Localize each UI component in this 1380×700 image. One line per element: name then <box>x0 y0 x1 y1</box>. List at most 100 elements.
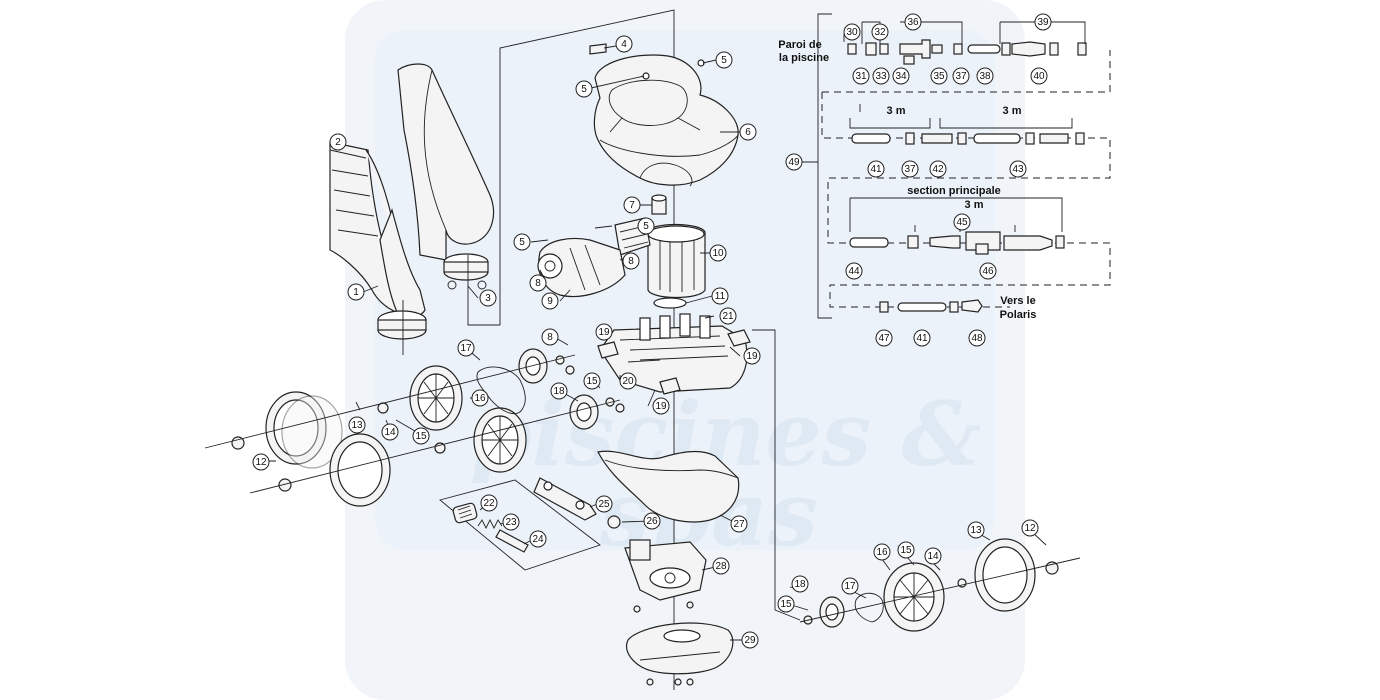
callout-label: 42 <box>932 164 944 175</box>
part-tire-front <box>329 433 391 507</box>
callout-label: 40 <box>1033 71 1045 82</box>
callout-15: 15 <box>777 595 795 613</box>
callout-20: 20 <box>619 372 637 390</box>
callout-label: 10 <box>712 248 724 259</box>
callout-circle <box>875 329 893 347</box>
callout-46: 46 <box>979 262 997 280</box>
callout-label: 19 <box>598 327 610 338</box>
callout-27: 27 <box>730 515 748 533</box>
callout-circle <box>967 521 985 539</box>
callout-label: 7 <box>629 200 635 211</box>
callout-circle <box>502 513 520 531</box>
hose-row-polaris <box>879 299 983 313</box>
note-length-b: 3 m <box>1003 105 1022 117</box>
callout-5: 5 <box>715 51 733 69</box>
callout-31: 31 <box>852 67 870 85</box>
callout-circle <box>252 453 270 471</box>
callout-circle <box>412 427 430 445</box>
callout-circle <box>901 160 919 178</box>
callout-label: 37 <box>904 164 916 175</box>
callout-37: 37 <box>952 67 970 85</box>
callout-29: 29 <box>741 631 759 649</box>
callout-circle <box>457 339 475 357</box>
callout-3: 3 <box>479 289 497 307</box>
callout-label: 18 <box>553 386 565 397</box>
callout-23: 23 <box>502 513 520 531</box>
callout-8: 8 <box>529 274 547 292</box>
callout-17: 17 <box>457 339 475 357</box>
callout-circle <box>541 292 559 310</box>
callout-22: 22 <box>480 494 498 512</box>
callout-41: 41 <box>913 329 931 347</box>
callout-circle <box>1030 67 1048 85</box>
callout-circle <box>329 133 347 151</box>
callout-15: 15 <box>412 427 430 445</box>
callout-circle <box>719 307 737 325</box>
callout-label: 39 <box>1037 17 1049 28</box>
callout-43: 43 <box>1009 160 1027 178</box>
callout-41: 41 <box>867 160 885 178</box>
callout-circle <box>513 233 531 251</box>
hose-row-main-section <box>849 231 1065 255</box>
part-small-clip <box>589 43 607 55</box>
callout-17: 17 <box>841 577 859 595</box>
callout-label: 15 <box>586 376 598 387</box>
callout-label: 14 <box>384 427 396 438</box>
callout-label: 24 <box>532 534 544 545</box>
note-length-a: 3 m <box>887 105 906 117</box>
callout-circle <box>843 23 861 41</box>
callout-label: 13 <box>970 525 982 536</box>
callout-35: 35 <box>930 67 948 85</box>
callout-circle <box>930 67 948 85</box>
callout-label: 9 <box>547 296 553 307</box>
callout-16: 16 <box>471 389 489 407</box>
callout-circle <box>637 217 655 235</box>
part-top-cover <box>593 54 739 187</box>
callout-label: 37 <box>955 71 967 82</box>
callout-label: 25 <box>598 499 610 510</box>
callout-30: 30 <box>843 23 861 41</box>
callout-label: 12 <box>255 457 267 468</box>
callout-28: 28 <box>712 557 730 575</box>
callout-circle <box>743 347 761 365</box>
callout-label: 17 <box>844 581 856 592</box>
callout-18: 18 <box>791 575 809 593</box>
part-wheel-rear <box>409 365 463 431</box>
callout-16: 16 <box>873 543 891 561</box>
callout-18: 18 <box>550 382 568 400</box>
part-chassis <box>597 313 751 395</box>
callout-37: 37 <box>901 160 919 178</box>
callout-label: 36 <box>907 17 919 28</box>
callout-24: 24 <box>529 530 547 548</box>
callout-label: 15 <box>900 545 912 556</box>
callout-label: 19 <box>655 401 667 412</box>
callout-8: 8 <box>541 328 559 346</box>
note-pool-wall-line2: la piscine <box>779 52 829 64</box>
part-wheel-right <box>883 562 945 632</box>
callout-label: 32 <box>874 27 886 38</box>
callout-circle <box>953 213 971 231</box>
callout-label: 2 <box>335 137 341 148</box>
callout-circle <box>777 595 795 613</box>
callout-circle <box>550 382 568 400</box>
callout-circle <box>791 575 809 593</box>
callout-13: 13 <box>348 416 366 434</box>
callout-circle <box>541 328 559 346</box>
callout-circle <box>712 557 730 575</box>
callout-13: 13 <box>967 521 985 539</box>
part-bearing-housing <box>624 539 707 601</box>
callout-circle <box>471 389 489 407</box>
part-belt-right <box>854 592 884 623</box>
note-to-polaris-line2: Polaris <box>1000 309 1037 321</box>
callout-10: 10 <box>709 244 727 262</box>
callout-circle <box>575 80 593 98</box>
callout-14: 14 <box>381 423 399 441</box>
callout-label: 13 <box>351 420 363 431</box>
part-seal-ring <box>653 297 687 309</box>
callout-label: 16 <box>474 393 486 404</box>
callout-15: 15 <box>897 541 915 559</box>
part-skirt-tall <box>397 63 495 290</box>
callout-circle <box>347 283 365 301</box>
callout-circle <box>529 530 547 548</box>
part-tire-rear <box>265 391 343 469</box>
